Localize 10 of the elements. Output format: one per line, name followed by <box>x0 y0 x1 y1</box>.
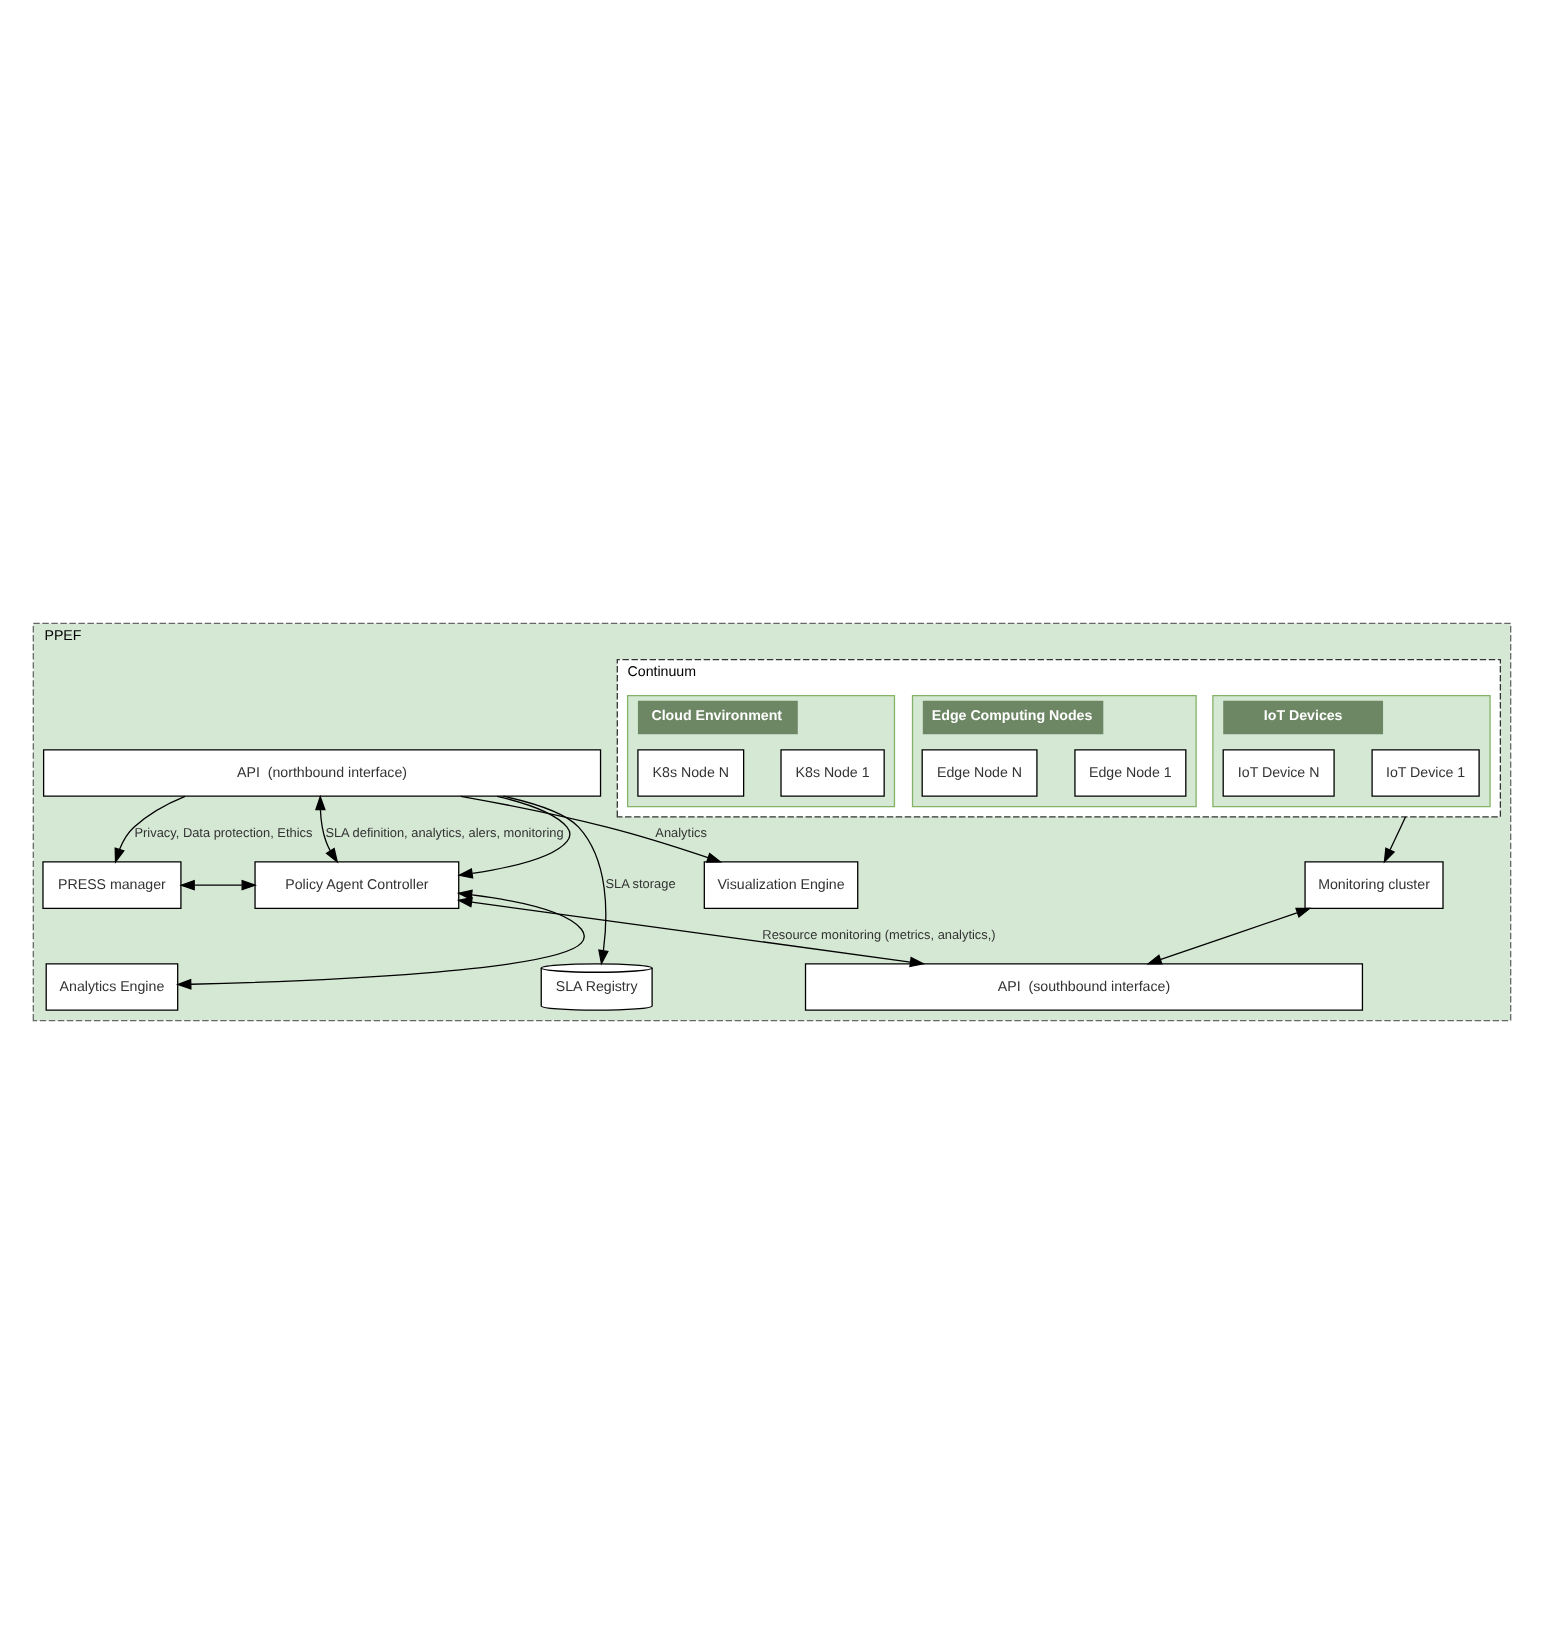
arrow <box>502 794 609 965</box>
arrow <box>457 794 571 878</box>
arrow <box>1146 906 1312 964</box>
arrow <box>175 888 585 989</box>
arrow <box>460 794 723 862</box>
arrow <box>314 793 339 863</box>
arrow <box>1383 815 1407 863</box>
arrow <box>456 895 926 967</box>
arrow <box>179 878 257 890</box>
arrow <box>114 794 186 863</box>
